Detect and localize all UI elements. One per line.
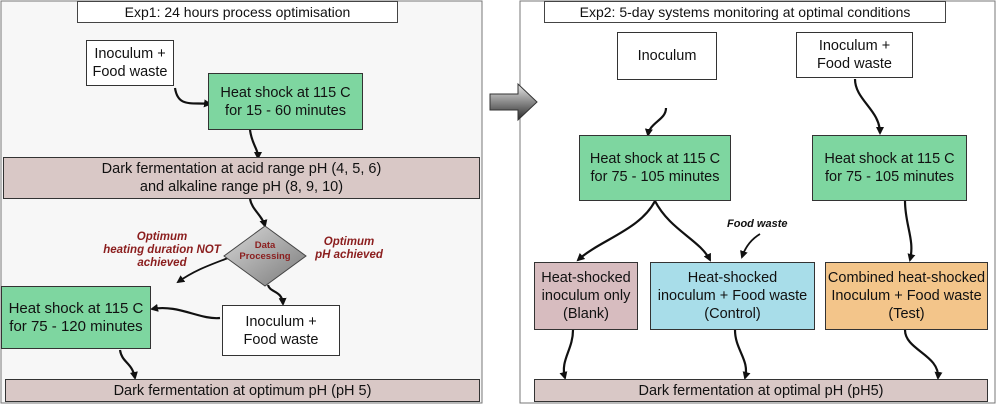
exp1-dark-fermentation-optimum-box: Dark fermentation at optimum pH (pH 5) xyxy=(5,379,480,402)
connector-heatshock-to-control xyxy=(654,200,711,262)
connector-heatshock-to-fermentation xyxy=(248,129,262,160)
exp1-inoculum-food-waste-box-2: Inoculum + Food waste xyxy=(222,305,340,356)
connector-test-to-final xyxy=(903,329,943,380)
exp2-heat-shock-left-box: Heat shock at 115 C for 75 - 105 minutes xyxy=(579,135,731,201)
connector-inoculum-to-heatshock xyxy=(173,87,212,108)
control-box: Heat-shocked inoculum + Food waste (Cont… xyxy=(650,262,815,330)
exp2-inoculum-food-waste-box: Inoculum + Food waste xyxy=(796,32,913,78)
connector-foodwaste-to-control xyxy=(740,233,761,259)
connector-not-achieved xyxy=(176,257,229,284)
connector-blank-to-final xyxy=(559,329,575,380)
transition-arrow-icon xyxy=(489,82,538,122)
connector-inoculum-to-heatshock-left xyxy=(644,107,668,137)
exp1-heat-shock-box-2: Heat shock at 115 C for 75 - 120 minutes xyxy=(1,286,151,349)
exp1-dark-fermentation-box: Dark fermentation at acid range pH (4, 5… xyxy=(3,157,480,199)
exp2-dark-fermentation-optimal-box: Dark fermentation at optimal pH (pH5) xyxy=(534,379,988,402)
exp2-inoculum-box: Inoculum xyxy=(617,32,717,80)
connector-heatshock2-to-final xyxy=(118,349,138,380)
exp1-inoculum-food-waste-box: Inoculum + Food waste xyxy=(86,40,174,86)
connector-heatshock-to-blank xyxy=(576,200,656,262)
exp2-title: Exp2: 5-day systems monitoring at optima… xyxy=(544,1,946,23)
data-processing-diamond xyxy=(223,225,307,287)
connector-control-to-final xyxy=(733,329,751,380)
exp2-heat-shock-right-box: Heat shock at 115 C for 75 - 105 minutes xyxy=(812,135,967,201)
test-box: Combined heat-shocked Inoculum + Food wa… xyxy=(825,262,988,330)
connector-diamond-to-inoculum xyxy=(266,284,287,306)
connector-fermentation-to-diamond xyxy=(248,198,268,228)
blank-box: Heat-shocked inoculum only (Blank) xyxy=(534,262,638,330)
food-waste-label: Food waste xyxy=(727,218,788,230)
connector-inoculum-fw-to-heatshock-right xyxy=(853,78,884,135)
exp2-panel-border xyxy=(519,0,996,404)
data-processing-label: Data Processing xyxy=(239,240,291,262)
exp1-heat-shock-box: Heat shock at 115 C for 15 - 60 minutes xyxy=(208,73,363,130)
optimum-ph-achieved-label: Optimum pH achieved xyxy=(315,236,383,261)
connector-heatshock-to-test xyxy=(903,200,916,262)
exp1-title: Exp1: 24 hours process optimisation xyxy=(77,1,398,23)
optimum-heating-not-achieved-label: Optimum heating duration NOT achieved xyxy=(103,231,221,269)
connector-inoculum-to-heatshock2 xyxy=(150,303,221,320)
